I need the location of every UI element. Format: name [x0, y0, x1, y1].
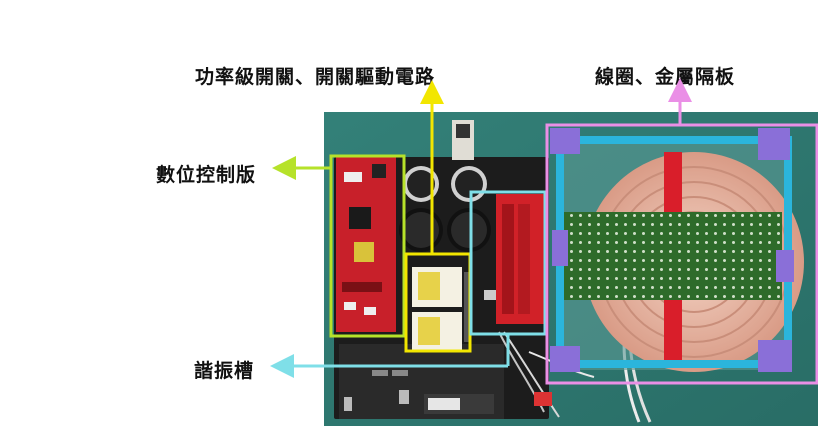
perfboard [562, 212, 782, 300]
label-resonant-tank: 諧振槽 [194, 360, 255, 382]
hardware-photo [324, 112, 818, 426]
label-digital-control-board: 數位控制版 [156, 164, 257, 186]
digital-control-board [336, 157, 396, 332]
label-coil-metal-plate: 線圈、金屬隔板 [595, 66, 736, 88]
label-power-switch-driver: 功率級開關、開關驅動電路 [195, 66, 436, 88]
